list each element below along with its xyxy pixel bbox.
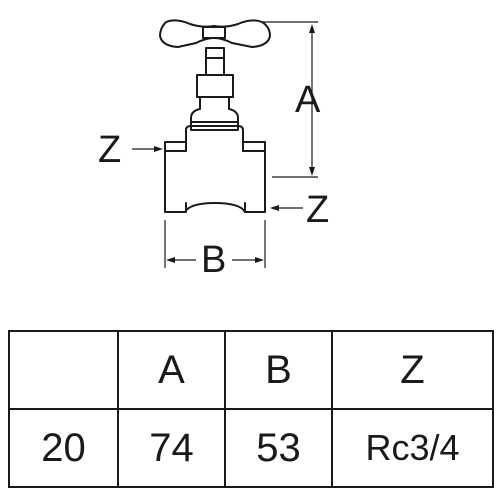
dim-z-right-label: Z bbox=[306, 189, 329, 231]
dim-a-label: A bbox=[295, 79, 321, 121]
dim-b-label: B bbox=[201, 239, 226, 281]
gland-nut bbox=[196, 74, 234, 98]
arrow-z-right bbox=[270, 205, 279, 211]
arrow-b-left bbox=[166, 257, 175, 263]
table-row: 20 74 53 Rc3/4 bbox=[8, 408, 494, 488]
wheel-nut bbox=[202, 26, 226, 39]
dim-z-left-label: Z bbox=[98, 129, 121, 171]
arrow-b-right bbox=[255, 257, 264, 263]
arrow-a-bottom bbox=[309, 167, 315, 176]
arrow-z-left bbox=[154, 146, 163, 152]
table-cell: Rc3/4 bbox=[331, 408, 494, 488]
table-header-row: A B Z bbox=[8, 330, 494, 410]
table-header-cell: A bbox=[117, 330, 226, 410]
table-header-cell: B bbox=[224, 330, 333, 410]
table-header-cell bbox=[8, 330, 119, 410]
arrow-a-top bbox=[309, 24, 315, 33]
dimension-table: A B Z 20 74 53 Rc3/4 bbox=[8, 330, 494, 488]
valve-diagram: A B Z Z bbox=[98, 19, 329, 281]
table-cell: 53 bbox=[224, 408, 333, 488]
valve-body bbox=[164, 125, 266, 213]
valve-stem bbox=[205, 47, 225, 76]
table-header-cell: Z bbox=[331, 330, 494, 410]
bonnet bbox=[190, 96, 239, 131]
table-cell: 74 bbox=[117, 408, 226, 488]
table-cell: 20 bbox=[8, 408, 119, 488]
